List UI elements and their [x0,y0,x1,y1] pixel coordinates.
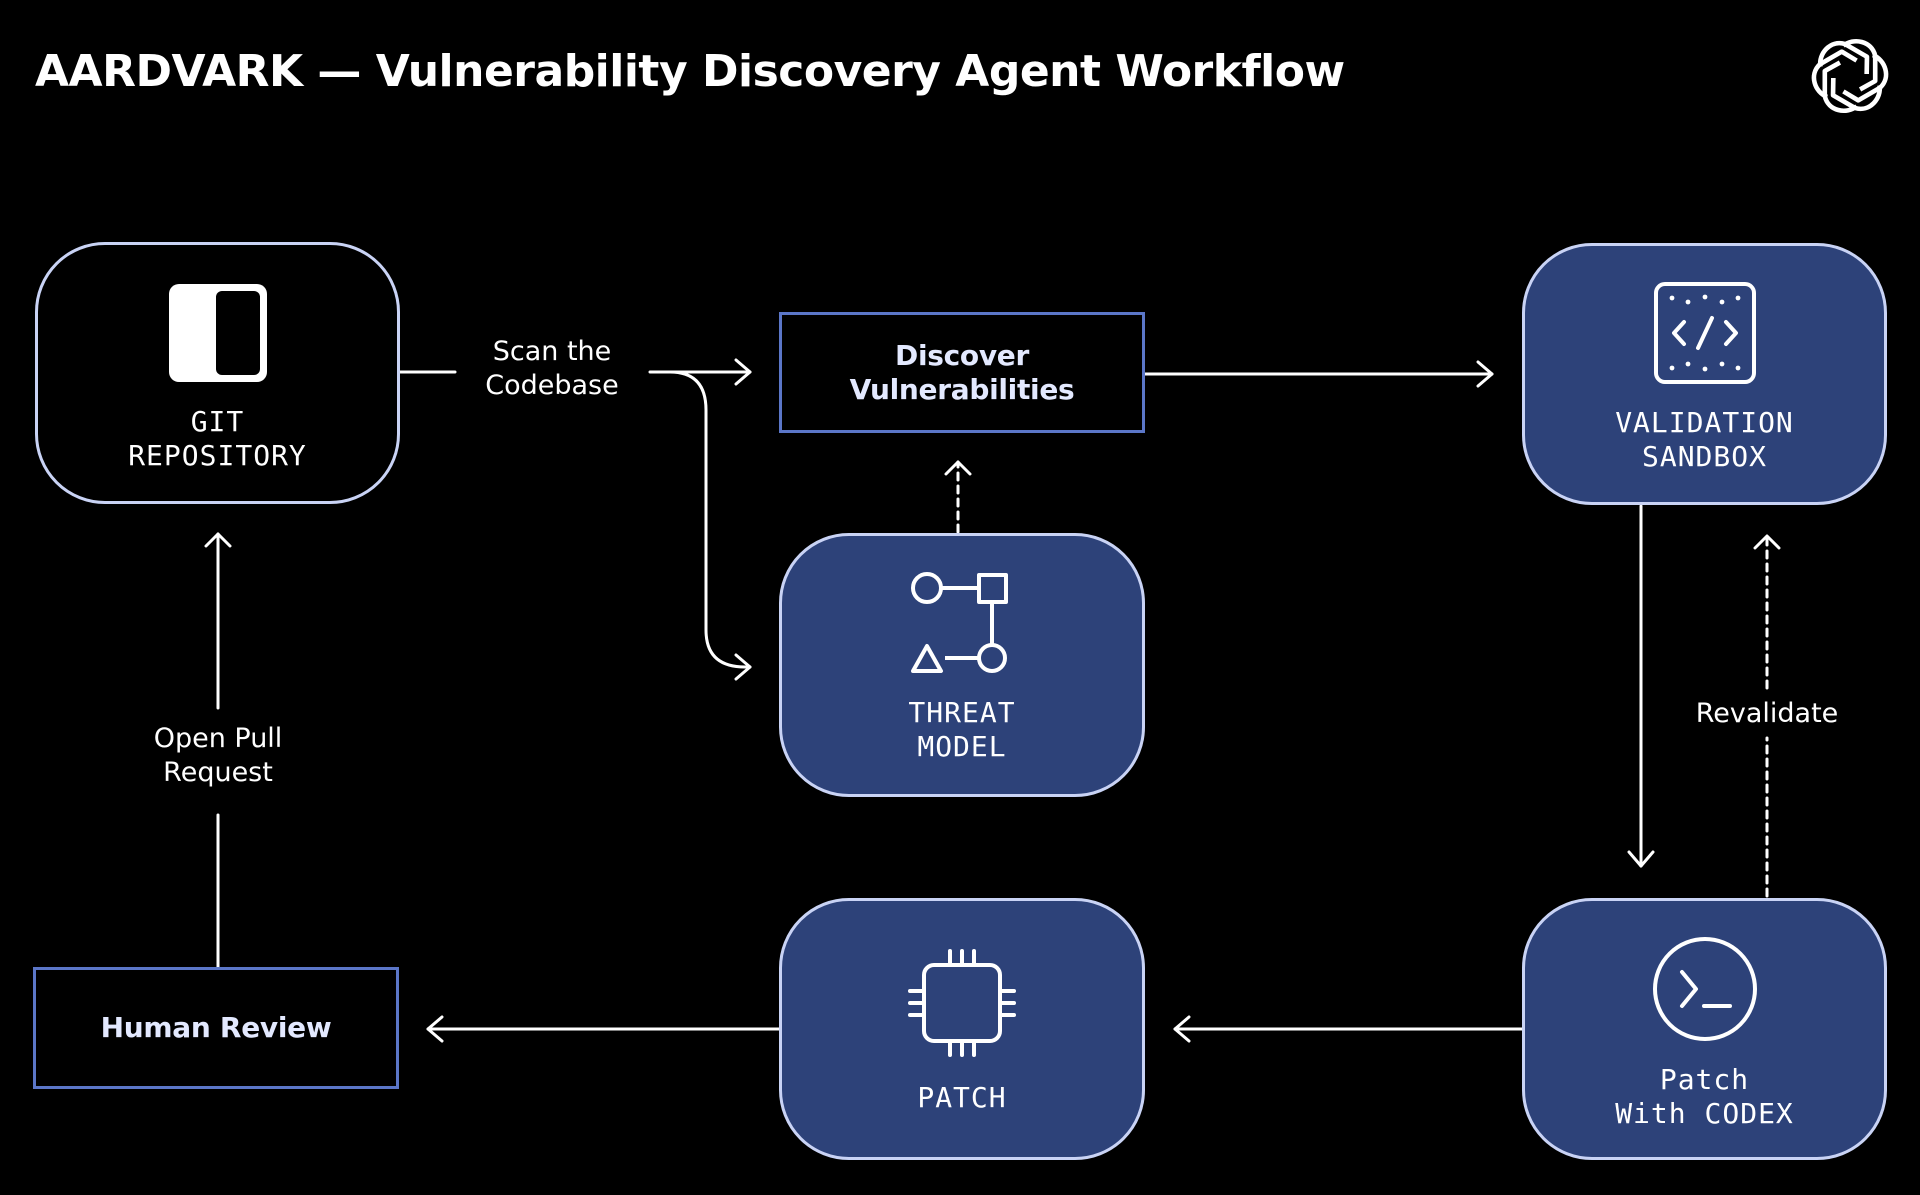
arrowhead-codex-down [1627,850,1655,868]
openai-logo-icon [1808,34,1892,118]
edge-scan-to-threat-model [668,370,752,669]
terminal-icon [1652,937,1757,1041]
node-human-review: Human Review [33,967,399,1089]
repository-icon [168,284,267,382]
node-git-repository: GIT REPOSITORY [35,242,400,504]
arrowhead-sandbox [1476,360,1494,388]
node-label: Human Review [100,1011,332,1044]
node-patch-with-codex: Patch With CODEX [1522,898,1887,1160]
arrowhead-patch [1173,1015,1191,1043]
code-sandbox-icon [1653,282,1756,384]
node-label: Patch With CODEX [1615,1063,1794,1130]
arrowhead-threat-model [734,653,752,681]
node-label: Discover Vulnerabilities [849,338,1075,406]
chip-icon [908,949,1016,1057]
arrowhead-discover-up [944,460,972,476]
node-threat-model: THREAT MODEL [779,533,1145,797]
edge-label-open-pr: Open Pull Request [128,722,308,790]
shapes-graph-icon [911,572,1008,673]
edge-label-revalidate: Revalidate [1672,697,1862,731]
node-label: GIT REPOSITORY [128,405,307,472]
arrowhead-git-up [204,532,232,548]
node-label: THREAT MODEL [908,696,1016,763]
node-discover-vulnerabilities: Discover Vulnerabilities [779,312,1145,433]
node-label: PATCH [917,1081,1007,1114]
node-label: VALIDATION SANDBOX [1615,406,1794,473]
arrowhead-discover [734,358,752,386]
node-patch: PATCH [779,898,1145,1160]
arrowhead-sandbox-up [1753,534,1781,550]
arrowhead-review [426,1015,444,1043]
page-title: AARDVARK — Vulnerability Discovery Agent… [35,46,1345,97]
edge-label-scan: Scan the Codebase [462,335,642,403]
node-validation-sandbox: VALIDATION SANDBOX [1522,243,1887,505]
